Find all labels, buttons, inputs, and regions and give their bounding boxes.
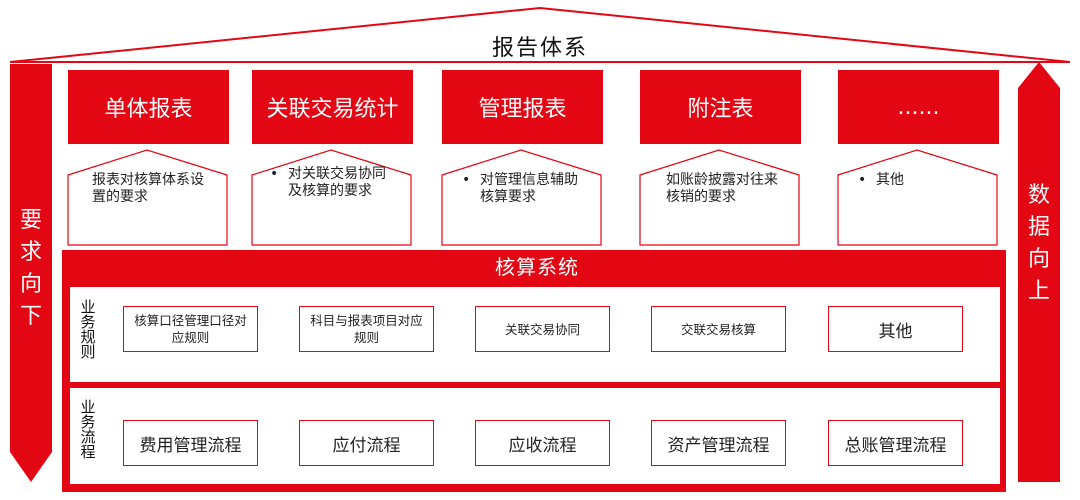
down-arrow-label: 要 求 向 下 bbox=[19, 208, 42, 329]
rule-item-4: 交联交易核算 bbox=[651, 306, 786, 352]
rule-item-1: 核算口径管理口径对应规则 bbox=[123, 306, 258, 352]
bullet-icon: • bbox=[858, 172, 867, 188]
house-outline-5 bbox=[837, 149, 998, 246]
bullet-icon: • bbox=[462, 172, 471, 188]
business-rules-label: 业 务 规 则 bbox=[80, 298, 96, 361]
report-notes: 附注表 bbox=[640, 70, 801, 144]
down-arrow bbox=[10, 64, 52, 482]
requirement-3: • 对管理信息辅助核算要求 bbox=[462, 172, 578, 205]
roof-outline bbox=[9, 6, 1071, 63]
requirement-2: • 对关联交易协同及核算的要求 bbox=[270, 166, 386, 199]
house-outline-4 bbox=[639, 149, 800, 246]
bullet-icon: • bbox=[270, 166, 279, 182]
report-related-party: 关联交易统计 bbox=[252, 70, 413, 144]
house-outline-2 bbox=[251, 149, 412, 246]
process-item-5: 总账管理流程 bbox=[828, 420, 963, 466]
up-arrow-label: 数 据 向 上 bbox=[1027, 183, 1050, 304]
rule-item-5: 其他 bbox=[828, 306, 963, 352]
house-outline-3 bbox=[441, 149, 602, 246]
report-more: ...... bbox=[838, 70, 999, 144]
requirement-4: 如账龄披露对往来核销的要求 bbox=[666, 172, 778, 205]
up-arrow bbox=[1018, 62, 1060, 482]
process-item-2: 应付流程 bbox=[299, 420, 434, 466]
requirement-5: • 其他 bbox=[858, 172, 904, 188]
rule-item-3: 关联交易协同 bbox=[475, 306, 610, 352]
report-standalone: 单体报表 bbox=[68, 70, 229, 144]
process-item-4: 资产管理流程 bbox=[651, 420, 786, 466]
rule-item-2: 科目与报表项目对应规则 bbox=[299, 306, 434, 352]
business-process-label: 业 务 流 程 bbox=[80, 398, 96, 461]
house-outline-1 bbox=[67, 149, 228, 246]
process-item-3: 应收流程 bbox=[475, 420, 610, 466]
report-system-title: 报告体系 bbox=[491, 36, 588, 61]
requirement-1: 报表对核算体系设置的要求 bbox=[92, 172, 204, 205]
report-management: 管理报表 bbox=[442, 70, 603, 144]
accounting-system-title: 核算系统 bbox=[495, 255, 579, 279]
process-item-1: 费用管理流程 bbox=[123, 420, 258, 466]
